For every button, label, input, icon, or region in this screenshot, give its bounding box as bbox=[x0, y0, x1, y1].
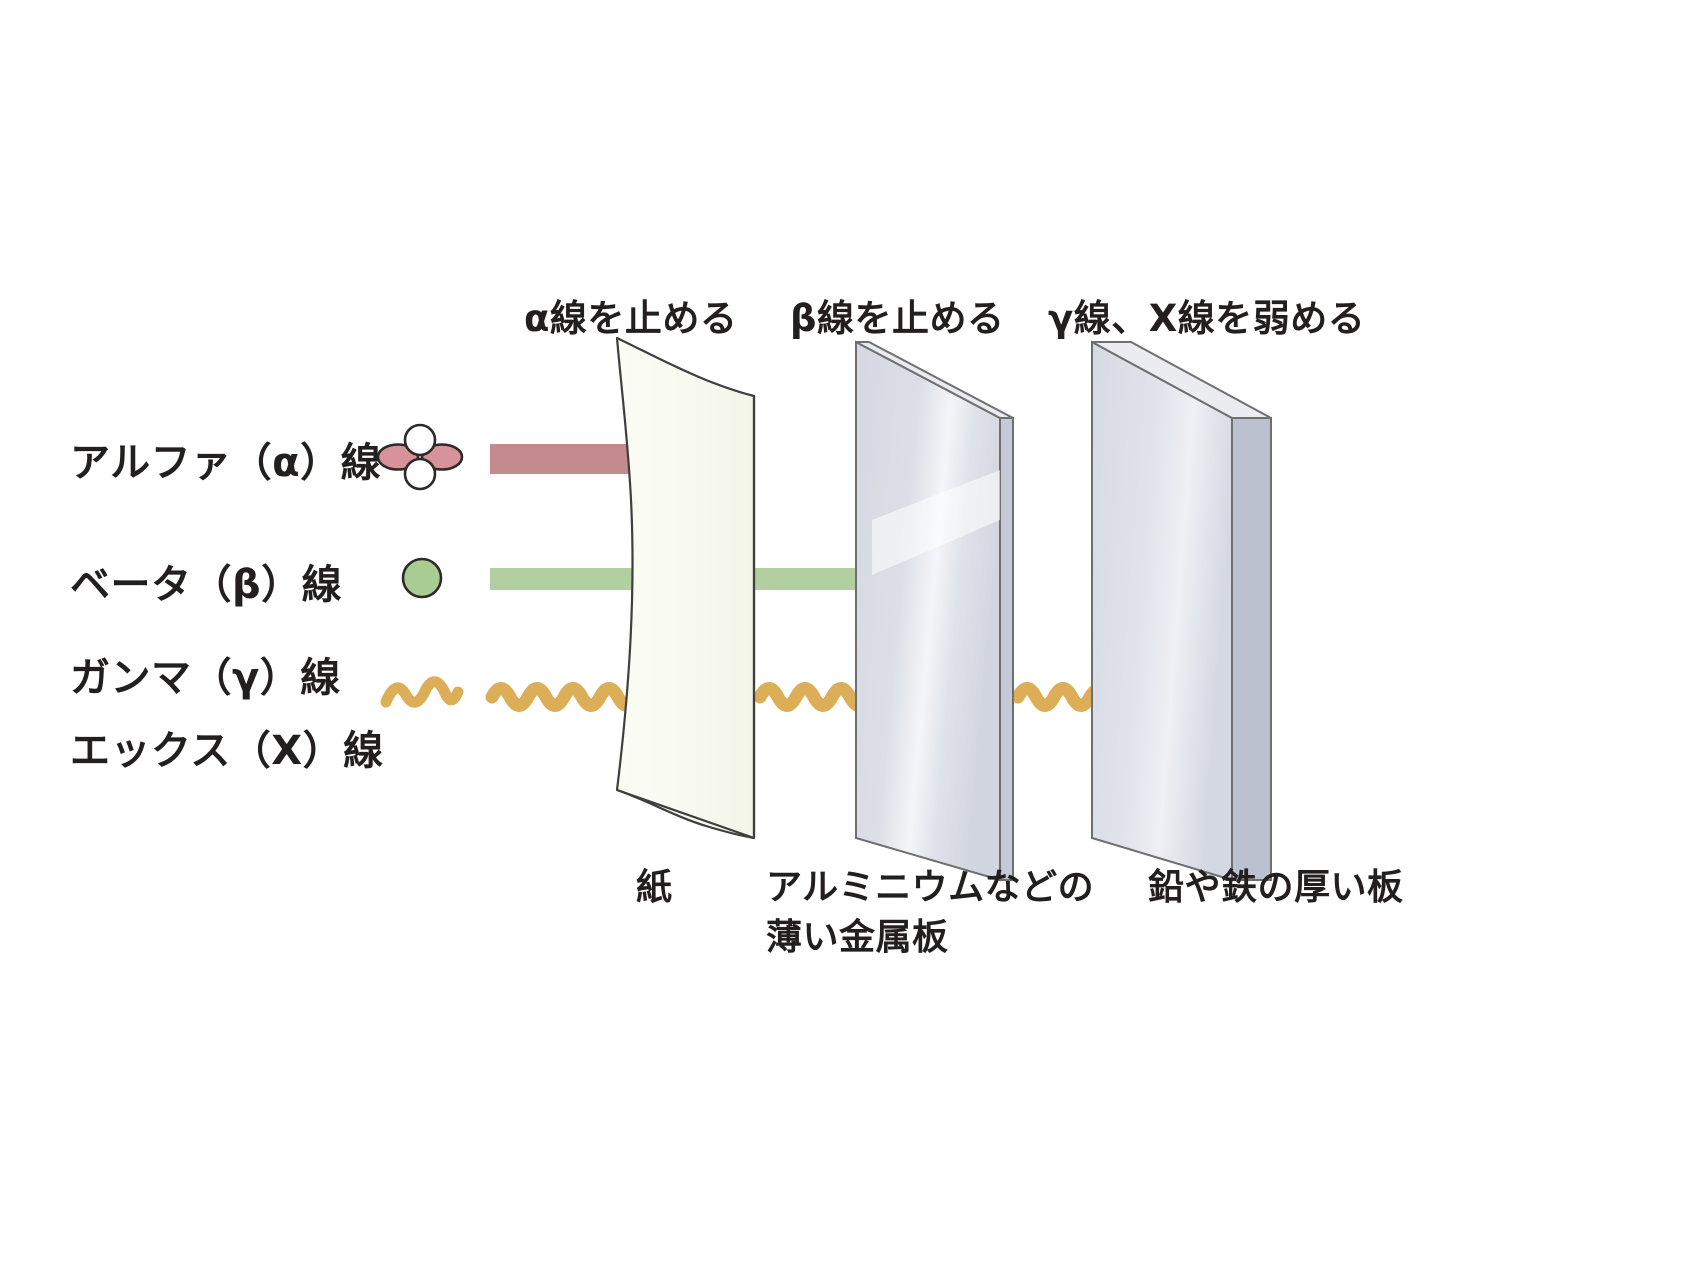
aluminum-plate bbox=[855, 340, 1014, 882]
top-label-alpha-stop: α線を止める bbox=[524, 297, 738, 340]
beta-ray-arrow-segment-2 bbox=[754, 547, 925, 611]
beta-particle-icon bbox=[400, 556, 444, 600]
top-label-gamma-weaken: γ線、X線を弱める bbox=[1048, 297, 1366, 340]
alpha-ray-arrow bbox=[490, 428, 690, 490]
material-label-lead: 鉛や鉄の厚い板 bbox=[1148, 867, 1404, 908]
gamma-ray-wave-segment-2 bbox=[753, 682, 925, 712]
top-label-beta-stop: β線を止める bbox=[790, 297, 1005, 340]
gamma-ray-wave-segment-1 bbox=[485, 682, 679, 713]
gamma-ray-wave-segment-3 bbox=[1011, 676, 1162, 722]
paper-sheet bbox=[615, 336, 756, 840]
material-label-aluminum-line2: 薄い金属板 bbox=[766, 917, 949, 958]
ray-label-xray: エックス（X）線 bbox=[70, 728, 384, 774]
material-label-paper: 紙 bbox=[636, 867, 673, 908]
ray-label-beta: ベータ（β）線 bbox=[70, 562, 343, 608]
gamma-wave-icon bbox=[380, 676, 464, 714]
ray-label-gamma: ガンマ（γ）線 bbox=[70, 655, 341, 701]
ray-label-alpha: アルファ（α）線 bbox=[70, 440, 382, 486]
material-label-aluminum-line1: アルミニウムなどの bbox=[766, 867, 1095, 908]
beta-ray-arrow-segment-1 bbox=[490, 568, 670, 590]
lead-plate bbox=[1091, 340, 1272, 882]
alpha-particle-icon bbox=[376, 423, 464, 491]
